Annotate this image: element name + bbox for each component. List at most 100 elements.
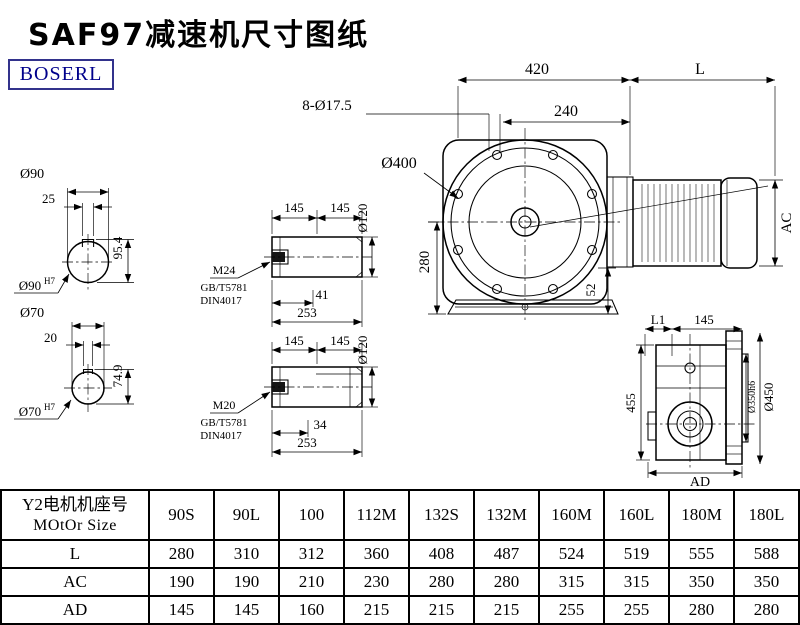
- col-header: 160L: [603, 489, 670, 541]
- dim-d90: Ø90: [20, 167, 44, 182]
- col-header: 132S: [408, 489, 475, 541]
- dim-145-d: 145: [330, 333, 350, 348]
- table-row-AC: AC 190 190 210 230 280 280 315 315 350 3…: [0, 567, 800, 597]
- dim-key-25: 25: [42, 191, 55, 206]
- bolt-holes: [452, 149, 598, 295]
- motor-fan-cowl: [720, 177, 758, 269]
- bore-d90-tol: H7: [44, 276, 55, 286]
- dim-d120-bottom: Ø120: [355, 336, 370, 365]
- dim-253-bottom: 253: [297, 435, 317, 450]
- dim-455: 455: [623, 393, 638, 413]
- col-header: 160M: [538, 489, 605, 541]
- motor-size-header-cell: Y2电机机座号 MOtOr Size: [0, 489, 150, 541]
- motor-fins: [641, 184, 715, 262]
- table-cell: 280: [668, 595, 735, 625]
- table-cell: 555: [668, 539, 735, 569]
- page-title: SAF97减速机尺寸图纸: [28, 18, 370, 53]
- row-label-AD: AD: [0, 595, 150, 625]
- row-label-AC: AC: [0, 567, 150, 597]
- table-cell: 310: [213, 539, 280, 569]
- side-view-dimensions: 455 L1 145 Ø350h6 Ø450 AD: [623, 312, 776, 489]
- dim-74-9: 74.9: [110, 365, 125, 388]
- dim-key-20: 20: [44, 330, 57, 345]
- dim-L: L: [695, 61, 705, 78]
- motor-dimension-table: Y2电机机座号 MOtOr Size 90S 90L 100 112M 132S…: [0, 489, 800, 625]
- col-header: 100: [278, 489, 345, 541]
- table-cell: 350: [733, 567, 800, 597]
- dim-145-a: 145: [284, 200, 304, 215]
- table-cell: 408: [408, 539, 475, 569]
- header-en: MOtOr Size: [33, 517, 117, 534]
- side-view: [646, 330, 756, 470]
- col-header: 132M: [473, 489, 540, 541]
- table-header-row: Y2电机机座号 MOtOr Size 90S 90L 100 112M 132S…: [0, 489, 800, 541]
- dim-145-b: 145: [330, 200, 350, 215]
- table-cell: 588: [733, 539, 800, 569]
- bore-d90: Ø90: [19, 278, 41, 293]
- table-cell: 487: [473, 539, 540, 569]
- housing-base: [447, 299, 619, 315]
- col-header: 90L: [213, 489, 280, 541]
- table-cell: 519: [603, 539, 670, 569]
- boserl-logo-text: BOSERL: [19, 63, 103, 85]
- table-row-L: L 280 310 312 360 408 487 524 519 555 58…: [0, 539, 800, 569]
- boserl-logo: BOSERL: [8, 59, 114, 90]
- dim-d400: Ø400: [381, 155, 417, 172]
- dim-41: 41: [316, 287, 329, 302]
- col-header: 112M: [343, 489, 410, 541]
- std-gb-bottom: GB/T5781: [200, 417, 247, 429]
- table-cell: 230: [343, 567, 410, 597]
- dim-d450: Ø450: [761, 383, 776, 412]
- table-cell: 215: [408, 595, 475, 625]
- col-header: 90S: [148, 489, 215, 541]
- table-cell: 315: [538, 567, 605, 597]
- table-cell: 280: [473, 567, 540, 597]
- front-view: [428, 128, 769, 320]
- bore-d70-tol: H7: [44, 402, 55, 412]
- std-gb-top: GB/T5781: [200, 282, 247, 294]
- dim-L1: L1: [651, 312, 665, 327]
- dim-d70: Ø70: [20, 306, 44, 321]
- table-cell: 145: [213, 595, 280, 625]
- table-cell: 215: [343, 595, 410, 625]
- dim-145-c: 145: [284, 333, 304, 348]
- table-cell: 215: [473, 595, 540, 625]
- std-din-top: DIN4017: [200, 295, 242, 307]
- dim-bolt-holes: 8-Ø17.5: [302, 98, 352, 114]
- table-cell: 255: [603, 595, 670, 625]
- shaft-detail-m20: 145 145 Ø120 M20 GB/T5781 DIN4017 34 253: [200, 333, 378, 457]
- thread-m24: M24: [213, 263, 236, 277]
- dim-145-side: 145: [694, 312, 714, 327]
- table-cell: 210: [278, 567, 345, 597]
- table-cell: 280: [408, 567, 475, 597]
- std-din-bottom: DIN4017: [200, 430, 242, 442]
- technical-drawing: 420 L 240 8-Ø17.5 Ø400 280 52 AC Ø90: [14, 61, 795, 489]
- dim-280: 280: [417, 251, 433, 274]
- shaft-section-90: Ø90 25 95.4 Ø90 H7: [14, 167, 134, 294]
- front-dimensions: 420 L 240 8-Ø17.5 Ø400 280 52 AC: [302, 61, 795, 315]
- table-cell: 350: [668, 567, 735, 597]
- table-row-AD: AD 145 145 160 215 215 215 255 255 280 2…: [0, 595, 800, 625]
- table-cell: 145: [148, 595, 215, 625]
- col-header: 180M: [668, 489, 735, 541]
- dim-420: 420: [525, 61, 549, 78]
- table-cell: 280: [148, 539, 215, 569]
- dim-AD: AD: [690, 475, 710, 489]
- table-cell: 524: [538, 539, 605, 569]
- dim-d120-top: Ø120: [355, 204, 370, 233]
- bore-d70: Ø70: [19, 404, 41, 419]
- thread-m20: M20: [213, 398, 236, 412]
- dim-95-4: 95.4: [110, 236, 125, 259]
- dim-240: 240: [554, 103, 578, 120]
- dim-d350h6: Ø350h6: [747, 381, 758, 413]
- table-cell: 190: [213, 567, 280, 597]
- dim-AC: AC: [779, 213, 795, 234]
- table-cell: 190: [148, 567, 215, 597]
- shaft-section-70: Ø70 20 74.9 Ø70 H7: [14, 306, 134, 420]
- col-header: 180L: [733, 489, 800, 541]
- table-cell: 315: [603, 567, 670, 597]
- output-flange: [725, 330, 743, 465]
- table-cell: 255: [538, 595, 605, 625]
- dim-34: 34: [314, 417, 328, 432]
- header-cn: Y2电机机座号: [22, 495, 128, 514]
